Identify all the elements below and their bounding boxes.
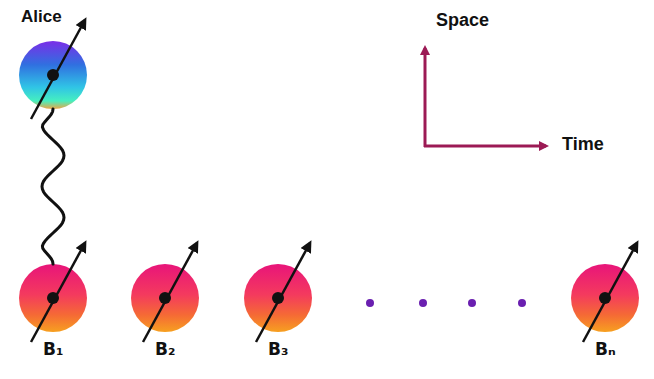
space-axis <box>424 48 427 147</box>
entanglement-link <box>42 109 64 264</box>
ellipsis-dot <box>366 299 374 307</box>
time-axis <box>424 145 546 148</box>
particle-label: B₃ <box>268 340 288 360</box>
particle-label: Alice <box>21 7 62 27</box>
ellipsis-dot <box>518 299 526 307</box>
ellipsis-dot <box>468 299 476 307</box>
particle-label: B₁ <box>43 340 63 360</box>
particle-label: B₂ <box>155 340 175 360</box>
ellipsis-dot <box>419 299 427 307</box>
particle-label: Bₙ <box>595 340 616 360</box>
axis-label: Space <box>436 10 489 31</box>
axis-label: Time <box>562 134 604 155</box>
